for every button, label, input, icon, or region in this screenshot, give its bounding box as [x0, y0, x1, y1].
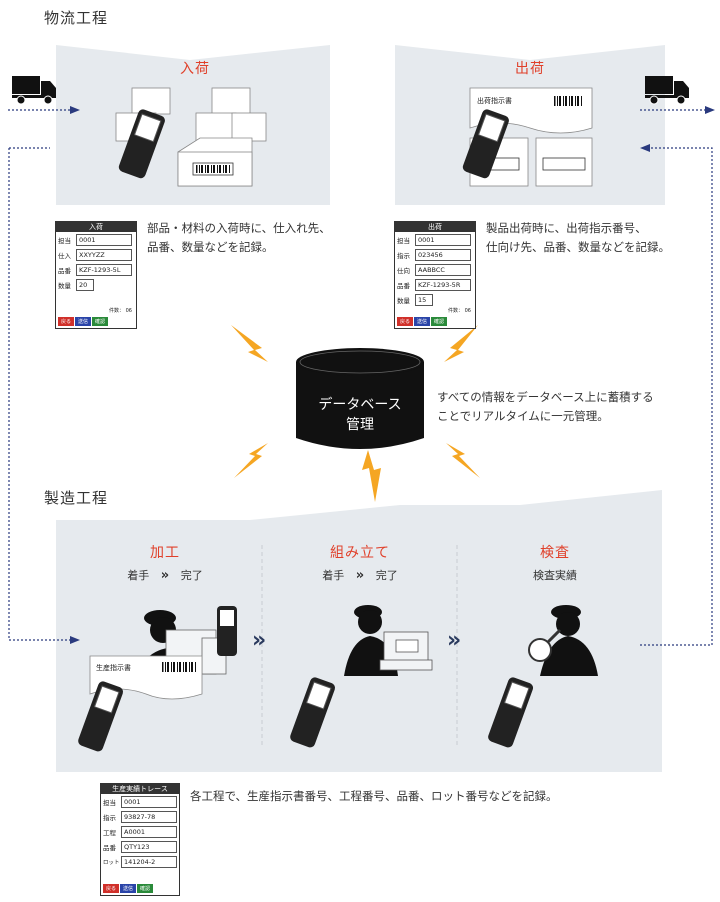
- receiving-title: 入荷: [180, 61, 210, 77]
- confirm-button: 確認: [137, 884, 154, 893]
- inspection-to-shipping-line: [640, 147, 713, 646]
- shipping-scanner-icon: [462, 109, 509, 179]
- lightning-icon: [231, 325, 480, 502]
- back-button: 戻る: [397, 317, 414, 326]
- logistics-title: 物流工程: [44, 9, 109, 27]
- receiving-description: 部品・材料の入荷時に、仕入れ先、 品番、数量などを記録。: [147, 221, 331, 254]
- database-label: データベース 管理: [318, 397, 402, 433]
- production-doc-label: 生産指示書: [96, 664, 131, 672]
- terminal-buttons: 戻る 送信 確認: [103, 884, 154, 893]
- production-doc-barcode: [162, 662, 196, 672]
- step-inspection-title: 検査: [540, 545, 570, 561]
- send-button: 送信: [414, 317, 431, 326]
- manufacturing-title: 製造工程: [44, 489, 109, 507]
- terminal-buttons: 戻る 送信 確認: [58, 317, 109, 326]
- terminal-header: 出荷: [395, 222, 475, 232]
- confirm-button: 確認: [431, 317, 448, 326]
- terminal-header: 生産実績トレース: [101, 784, 179, 794]
- shipping-boxes-illustration: [469, 87, 593, 187]
- machining-scanner-icon: [217, 606, 237, 656]
- database-cylinder-icon: [296, 348, 424, 449]
- shipping-arrowhead: [640, 144, 650, 152]
- step-inspection-sub: 検査実績: [533, 569, 577, 582]
- assembly-handheld-icon: [290, 677, 336, 748]
- step-chevron-2: »: [447, 628, 462, 653]
- manufacturing-description: 各工程で、生産指示書番号、工程番号、品番、ロット番号などを記録。: [190, 789, 558, 803]
- terminal-count: 件数： 06: [448, 308, 471, 314]
- outbound-arrowhead: [705, 106, 715, 114]
- shipping-description: 製品出荷時に、出荷指示番号、 仕向け先、品番、数量などを記録。: [486, 221, 670, 254]
- inspection-worker-icon: [540, 605, 598, 676]
- step-machining-title: 加工: [150, 545, 180, 561]
- back-button: 戻る: [58, 317, 75, 326]
- shipping-title: 出荷: [515, 61, 545, 77]
- back-button: 戻る: [103, 884, 120, 893]
- step-chevron-1: »: [252, 628, 267, 653]
- step-assembly-title: 組み立て: [330, 545, 390, 561]
- send-button: 送信: [120, 884, 137, 893]
- process-arrowhead: [70, 636, 80, 644]
- shipping-doc-label: 出荷指示書: [477, 97, 512, 105]
- step-machining-sub: 着手 » 完了: [127, 568, 203, 583]
- terminal-count: 件数： 06: [109, 308, 132, 314]
- inbound-truck-icon: [12, 76, 56, 105]
- inbound-arrowhead: [70, 106, 80, 114]
- receiving-barcode: [196, 165, 230, 173]
- terminal-buttons: 戻る 送信 確認: [397, 317, 448, 326]
- machining-handheld-icon: [78, 681, 124, 752]
- receiving-to-process-line: [8, 148, 70, 641]
- database-description: すべての情報をデータベース上に蓄積する ことでリアルタイムに一元管理。: [437, 390, 654, 423]
- receiving-scanner-icon: [118, 109, 165, 179]
- inspection-handheld-icon: [488, 677, 534, 748]
- terminal-header: 入荷: [56, 222, 136, 232]
- outbound-truck-icon: [645, 76, 689, 105]
- step-assembly-sub: 着手 » 完了: [322, 568, 398, 583]
- send-button: 送信: [75, 317, 92, 326]
- shipping-doc-barcode: [554, 96, 582, 106]
- assembly-device-icon: [379, 631, 433, 671]
- magnifier-icon: [528, 628, 562, 662]
- confirm-button: 確認: [92, 317, 109, 326]
